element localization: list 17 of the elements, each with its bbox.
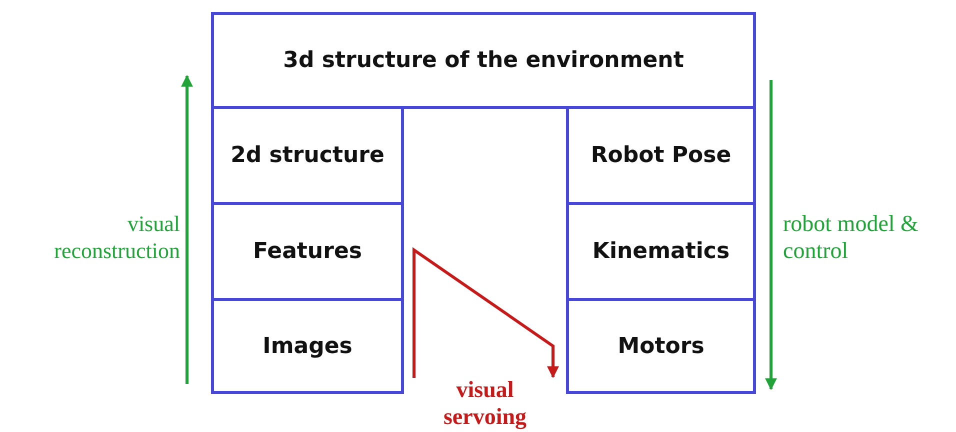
box-label: Features xyxy=(253,239,362,264)
box-label: Kinematics xyxy=(592,239,730,264)
text-box xyxy=(211,106,404,205)
text-box xyxy=(211,298,404,394)
box-label: 3d structure of the environment xyxy=(283,48,684,73)
box-label: Robot Pose xyxy=(590,143,732,168)
text-box xyxy=(566,298,756,394)
text-box xyxy=(566,106,756,205)
box-label: Images xyxy=(262,334,352,358)
text-box xyxy=(566,202,756,301)
box-label: Motors xyxy=(618,334,704,358)
text-box xyxy=(211,12,756,109)
annotation-text: visual servoing xyxy=(442,376,528,430)
annotation-text: visual reconstruction xyxy=(53,210,180,264)
annotation-text: robot model & control xyxy=(783,210,920,264)
text-box xyxy=(211,202,404,301)
box-label: 2d structure xyxy=(230,143,384,168)
